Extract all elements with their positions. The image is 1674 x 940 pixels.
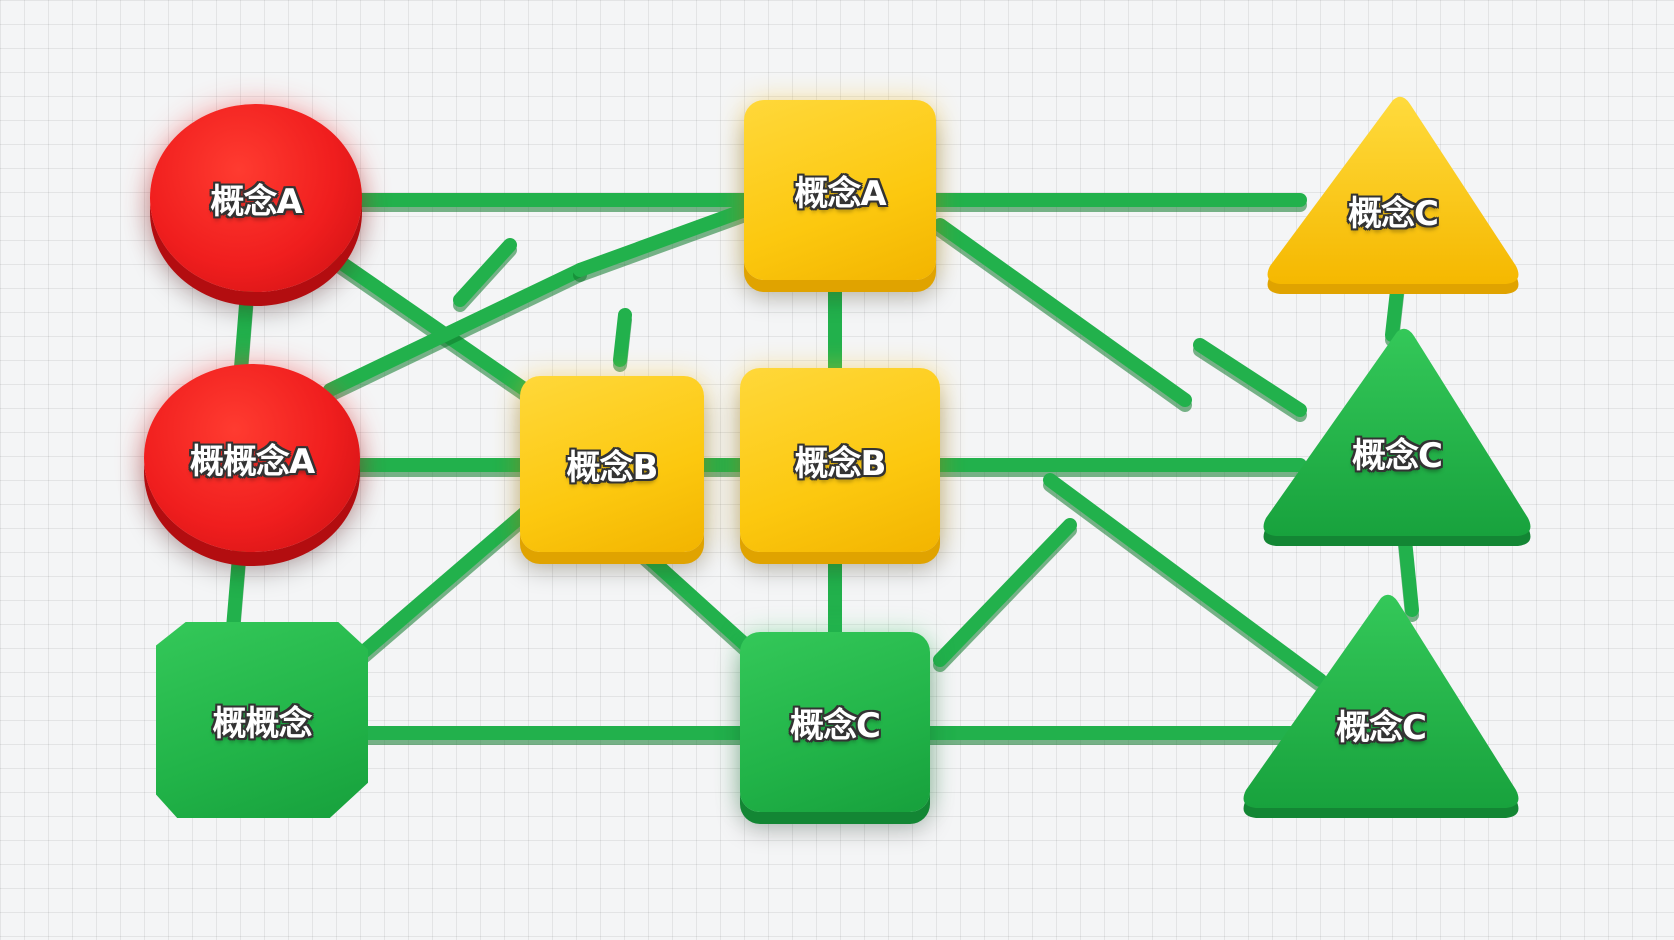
node-label: 概概念A bbox=[189, 441, 315, 482]
triangle-yellow-shape bbox=[1267, 96, 1519, 294]
node-square-yellow-middle-right[interactable]: 概念B bbox=[740, 368, 940, 552]
triangle-green-shape bbox=[1263, 328, 1531, 546]
connector-line bbox=[1398, 533, 1419, 617]
connector-line bbox=[1043, 473, 1327, 687]
node-circle-red-middle[interactable]: 概概念A bbox=[144, 364, 360, 552]
node-octagon-green-bottom[interactable]: 概概念 bbox=[156, 622, 368, 818]
connector-line bbox=[933, 518, 1077, 667]
node-label: 概念C bbox=[1352, 436, 1443, 476]
connector-line bbox=[353, 493, 547, 662]
node-label: 概念C bbox=[1336, 708, 1427, 748]
node-square-green-bottom[interactable]: 概念C bbox=[740, 632, 930, 812]
connector-line bbox=[573, 203, 752, 277]
node-triangle-green-bottom[interactable]: 概念C bbox=[1238, 588, 1524, 820]
node-label: 概念B bbox=[794, 443, 887, 484]
node-square-yellow-middle-left[interactable]: 概念B bbox=[520, 376, 704, 552]
node-label: 概念C bbox=[1348, 194, 1439, 234]
node-triangle-yellow-top[interactable]: 概念C bbox=[1262, 90, 1524, 296]
node-label: 概念A bbox=[794, 173, 886, 214]
connector-line bbox=[323, 248, 547, 407]
node-label: 概念C bbox=[790, 705, 881, 746]
node-label: 概念B bbox=[566, 447, 659, 488]
connector-line bbox=[1193, 338, 1307, 417]
connector-line bbox=[933, 218, 1192, 407]
node-square-yellow-top[interactable]: 概念A bbox=[744, 100, 936, 280]
connector-line bbox=[628, 538, 767, 665]
connector-line bbox=[323, 263, 587, 397]
connector-line bbox=[453, 238, 517, 307]
connector-line bbox=[613, 308, 632, 367]
node-label: 概概念 bbox=[212, 703, 313, 744]
node-label: 概念A bbox=[210, 181, 302, 222]
node-circle-red-top[interactable]: 概念A bbox=[150, 104, 362, 292]
connector-line bbox=[233, 273, 255, 387]
node-triangle-green-middle[interactable]: 概念C bbox=[1258, 322, 1536, 548]
triangle-green-shape bbox=[1243, 594, 1519, 818]
